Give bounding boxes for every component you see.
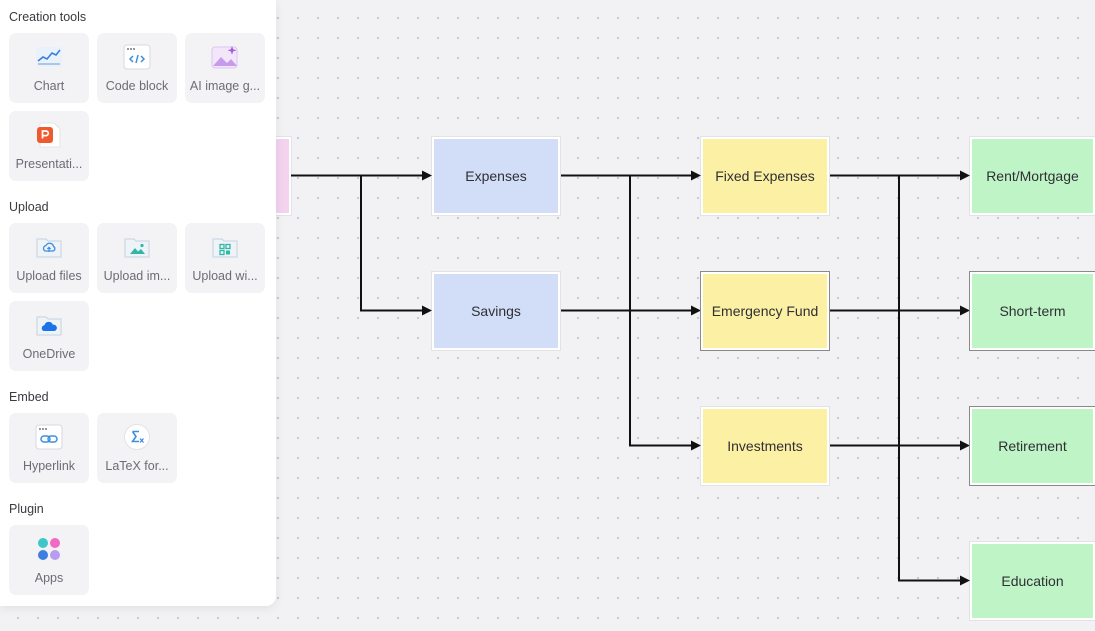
ai-image-label: AI image g... [189, 79, 261, 93]
presentation-label: Presentati... [15, 157, 83, 171]
latex-tile[interactable]: LaTeX for... [97, 413, 177, 483]
node-expenses[interactable]: Expenses [432, 137, 560, 215]
code-block-tile[interactable]: Code block [97, 33, 177, 103]
upload-widget-tile[interactable]: Upload wi... [185, 223, 265, 293]
hyperlink-icon [34, 423, 64, 451]
presentation-tile[interactable]: Presentati... [9, 111, 89, 181]
upload-files-tile[interactable]: Upload files [9, 223, 89, 293]
ai-image-icon [210, 43, 240, 71]
node-savings[interactable]: Savings [432, 272, 560, 350]
node-fixed-expenses[interactable]: Fixed Expenses [701, 137, 829, 215]
code-block-label: Code block [105, 79, 169, 93]
node-rent-mortgage[interactable]: Rent/Mortgage [970, 137, 1095, 215]
section-title-plugin: Plugin [9, 502, 44, 516]
node-retirement[interactable]: Retirement [970, 407, 1095, 485]
upload-widget-label: Upload wi... [192, 269, 258, 283]
upload-image-label: Upload im... [103, 269, 171, 283]
onedrive-label: OneDrive [22, 347, 76, 361]
connector-root-savings [360, 175, 432, 316]
code-block-icon [122, 43, 152, 71]
node-investments[interactable]: Investments [701, 407, 829, 485]
onedrive-tile[interactable]: OneDrive [9, 301, 89, 371]
node-short-term[interactable]: Short-term [970, 272, 1095, 350]
upload-files-label: Upload files [16, 269, 82, 283]
section-title-upload: Upload [9, 200, 49, 214]
upload-image-icon [122, 233, 152, 261]
ai-image-tile[interactable]: AI image g... [185, 33, 265, 103]
upload-files-icon [34, 233, 64, 261]
connector-fixed-education [898, 175, 970, 586]
presentation-icon [34, 121, 64, 149]
hyperlink-label: Hyperlink [22, 459, 76, 473]
node-education[interactable]: Education [970, 542, 1095, 620]
chart-tile[interactable]: Chart [9, 33, 89, 103]
section-title-embed: Embed [9, 390, 49, 404]
apps-label: Apps [34, 571, 64, 585]
insert-panel: Creation tools Chart Code block AI image… [0, 0, 276, 606]
chart-label: Chart [33, 79, 65, 93]
upload-widget-icon [210, 233, 240, 261]
onedrive-icon [34, 311, 64, 339]
section-title-creation-tools: Creation tools [9, 10, 87, 24]
apps-tile[interactable]: Apps [9, 525, 89, 595]
apps-icon [34, 535, 64, 563]
node-emergency-fund[interactable]: Emergency Fund [701, 272, 829, 350]
hyperlink-tile[interactable]: Hyperlink [9, 413, 89, 483]
latex-label: LaTeX for... [105, 459, 169, 473]
connector-expenses-investments [629, 175, 701, 451]
upload-image-tile[interactable]: Upload im... [97, 223, 177, 293]
line-chart-icon [34, 43, 64, 71]
latex-icon [122, 423, 152, 451]
